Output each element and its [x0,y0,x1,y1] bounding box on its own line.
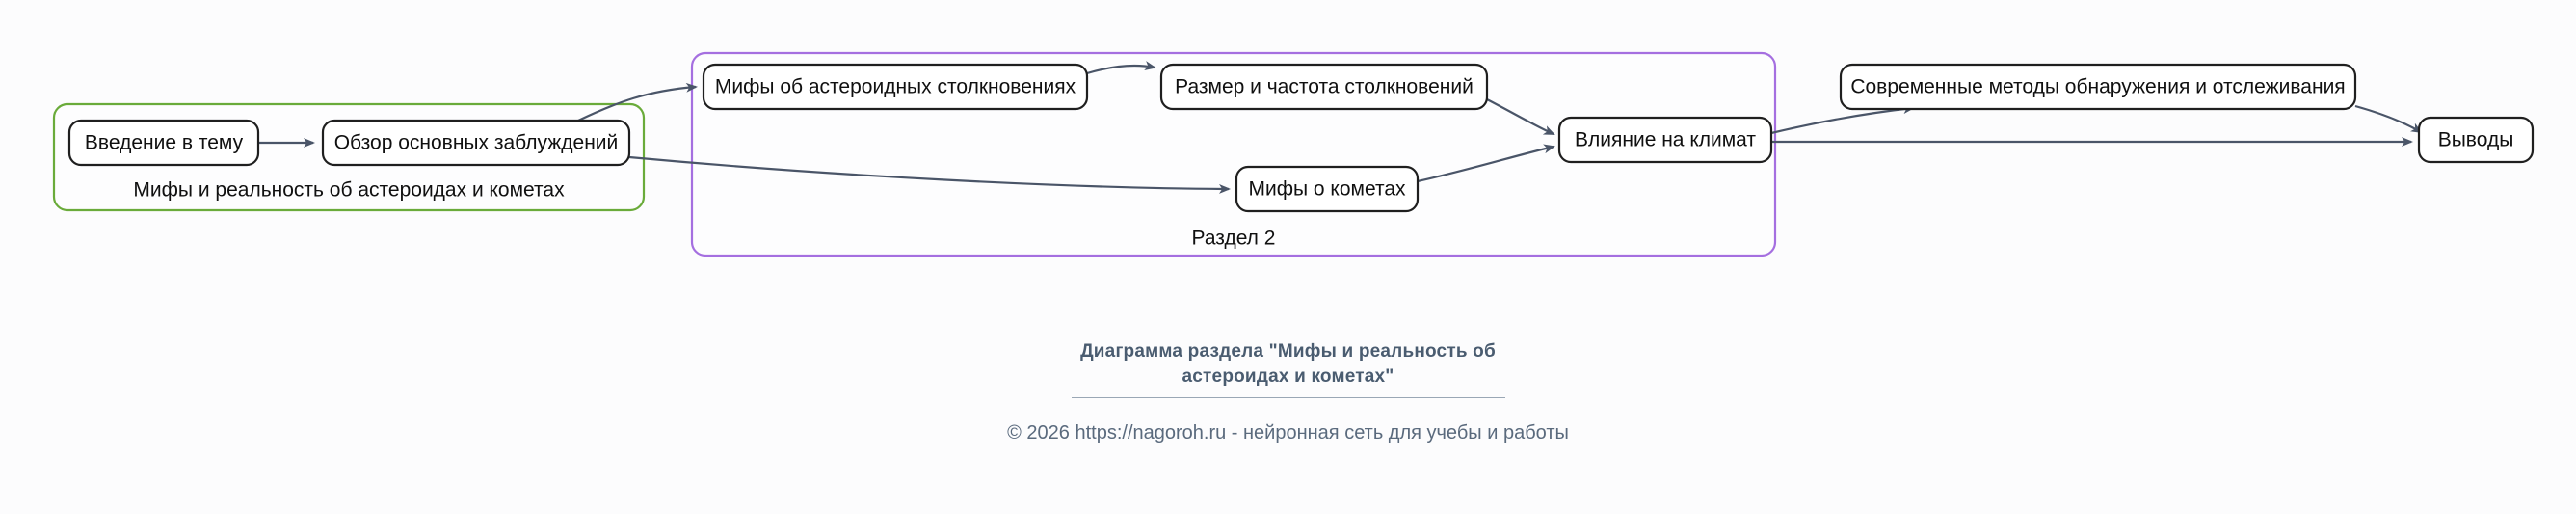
footer-divider [1071,397,1505,398]
node-label: Обзор основных заблуждений [334,132,619,154]
node-shape [2417,116,2535,164]
node-intro[interactable]: Введение в тему [67,119,260,167]
edge-overview-to-asteroid-myths [577,82,698,122]
footer-title-line-1: Диаграмма раздела "Мифы и реальность об [1080,341,1496,362]
node-shape [321,119,631,167]
node-label: Выводы [2438,129,2514,151]
node-conclusions[interactable]: Выводы [2417,116,2535,164]
edge-layer [258,61,2423,194]
node-label: Современные методы обнаружения и отслежи… [1850,76,2345,98]
node-shape [67,119,260,167]
edge-climate-to-detection [1770,104,1915,135]
node-label: Размер и частота столкновений [1175,76,1474,98]
edge-detection-to-conclusions [2354,104,2423,134]
cluster-label: Мифы и реальность об астероидах и комета… [133,179,565,202]
node-detection-methods[interactable]: Современные методы обнаружения и отслежи… [1839,63,2357,111]
edge-comet-myths-to-climate [1417,144,1555,183]
edge-overview-to-comet-myths [628,155,1231,194]
node-climate-impact[interactable]: Влияние на климат [1557,116,1773,164]
node-overview-misconceptions[interactable]: Обзор основных заблуждений [321,119,631,167]
node-label: Влияние на климат [1575,129,1756,151]
node-shape [1235,165,1420,213]
node-label: Введение в тему [85,132,244,154]
footer-title-line-2: астероидах и кометах" [1182,365,1394,387]
cluster-label: Раздел 2 [1192,228,1276,250]
footer-title: Диаграмма раздела "Мифы и реальность об … [0,339,2576,389]
node-shape [1557,116,1773,164]
edge-asteroid-myths-to-size [1086,61,1156,75]
node-label: Мифы об астероидных столкновениях [715,76,1076,98]
node-size-frequency[interactable]: Размер и частота столкновений [1159,63,1489,111]
edge-size-to-climate [1486,98,1555,136]
node-comet-myths[interactable]: Мифы о кометах [1235,165,1420,213]
node-shape [702,63,1089,111]
node-shape [1839,63,2357,111]
footer-copyright: © 2026 https://nagoroh.ru - нейронная се… [1007,422,1569,444]
node-shape [1159,63,1489,111]
node-asteroid-collision-myths[interactable]: Мифы об астероидных столкновениях [702,63,1089,111]
node-layer: Введение в тему Обзор основных заблуждени… [67,63,2535,213]
node-label: Мифы о кометах [1248,178,1406,201]
